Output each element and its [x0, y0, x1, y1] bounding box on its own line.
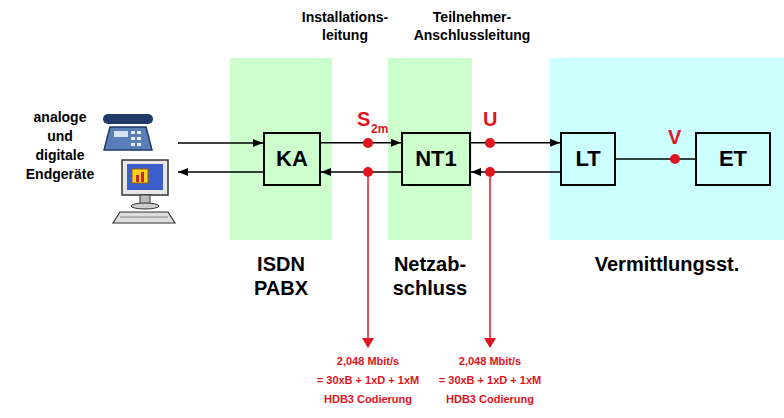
phone-key [137, 131, 141, 134]
signal-line [616, 158, 695, 160]
callout-line [367, 177, 369, 340]
line-segment-name: Teilnehmer- Anschlussleitung [405, 8, 539, 44]
reference-point-name: U [483, 108, 497, 131]
function-box: KA [263, 132, 321, 186]
monitor [122, 160, 168, 195]
interface-spec: HDB3 Codierung [430, 392, 550, 406]
phone-key [131, 131, 135, 134]
box-label: LT [575, 147, 600, 171]
box-label: KA [276, 147, 308, 171]
keyboard-row [120, 217, 168, 218]
callout-arrowhead [362, 338, 374, 348]
interface-spec: = 30xB + 1xD + 1xM [308, 373, 428, 387]
exchange-region: Vermittlungsst.LTET [550, 58, 784, 240]
signal-line [471, 171, 560, 173]
phone-display [114, 131, 128, 137]
telephone-icon [103, 114, 153, 150]
callout-arrowhead [484, 338, 496, 348]
line-segment-name: Installations- leitung [289, 8, 401, 44]
callout-line [489, 177, 491, 340]
phone-handset [103, 114, 153, 124]
region-heading: Vermittlungsst. [567, 252, 767, 276]
interface-spec: HDB3 Codierung [308, 392, 428, 406]
reference-point-name: V [668, 126, 681, 149]
function-box: LT [560, 132, 616, 186]
phone-key [137, 137, 141, 140]
screen-bar [136, 175, 139, 182]
reference-point-name: S [357, 108, 370, 131]
function-box: ET [695, 132, 771, 186]
pabx-region: ISDN PABXKA [230, 58, 332, 240]
reference-point-dot [670, 154, 680, 164]
terminal-wire [178, 171, 263, 173]
reference-point-dot [485, 138, 495, 148]
signal-line [471, 142, 560, 144]
phone-key [131, 143, 135, 146]
screen-window [132, 169, 148, 183]
phone-key [137, 143, 141, 146]
screen-bar [141, 172, 144, 182]
terminal-wire [178, 142, 263, 144]
terminal-label: analoge und digitale Endgeräte [23, 108, 97, 184]
phone-key [131, 137, 135, 140]
monitor-screen [127, 164, 163, 190]
reference-point-dot [363, 138, 373, 148]
signal-line [321, 171, 401, 173]
signal-line [321, 142, 401, 144]
reference-point-subscript: 2m [371, 122, 388, 136]
phone-body [104, 127, 152, 150]
network-termination-region: Netzab- schlussNT1 [388, 58, 472, 240]
region-heading: Netzab- schluss [384, 252, 476, 300]
function-box: NT1 [401, 132, 471, 186]
box-label: ET [719, 147, 747, 171]
region-heading: ISDN PABX [241, 252, 321, 300]
interface-spec: 2,048 Mbit/s [430, 354, 550, 368]
computer-icon [113, 160, 175, 223]
interface-spec: 2,048 Mbit/s [308, 354, 428, 368]
interface-spec: = 30xB + 1xD + 1xM [430, 373, 550, 387]
monitor-base [131, 203, 159, 209]
reference-point-dot [363, 167, 373, 177]
reference-point-dot [485, 167, 495, 177]
keyboard [113, 212, 175, 223]
box-label: NT1 [415, 147, 457, 171]
